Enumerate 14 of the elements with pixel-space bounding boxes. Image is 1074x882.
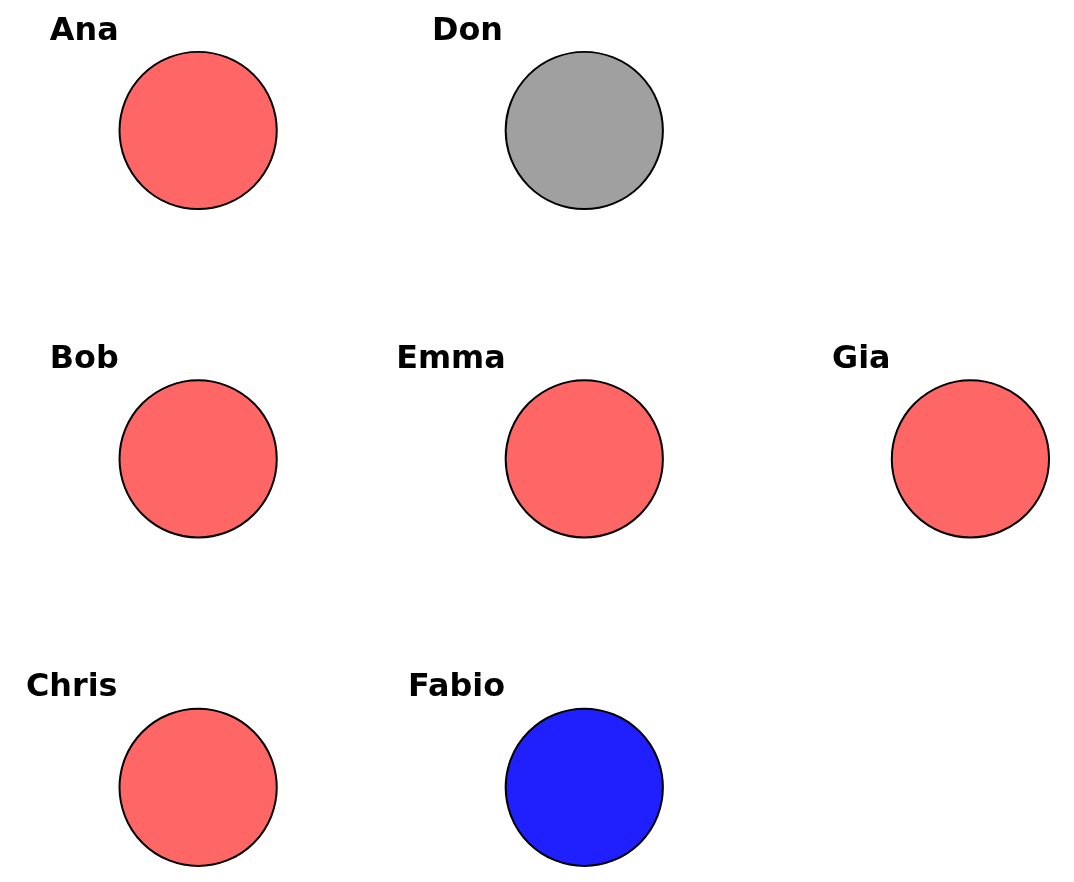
node-label: Emma: [395, 337, 506, 376]
node-circle: [504, 50, 664, 211]
node-circle: [504, 707, 664, 867]
node-label: Gia: [831, 337, 891, 376]
node-circle: [890, 379, 1050, 539]
node-label: Ana: [49, 9, 119, 48]
node-circle: [118, 379, 278, 539]
node-label: Fabio: [407, 666, 505, 705]
node-circle: [118, 50, 278, 211]
node-circle: [118, 707, 278, 867]
node-label: Chris: [25, 666, 118, 705]
node-label: Bob: [49, 337, 119, 376]
node-circle: [504, 379, 664, 539]
node-label: Don: [431, 9, 503, 48]
